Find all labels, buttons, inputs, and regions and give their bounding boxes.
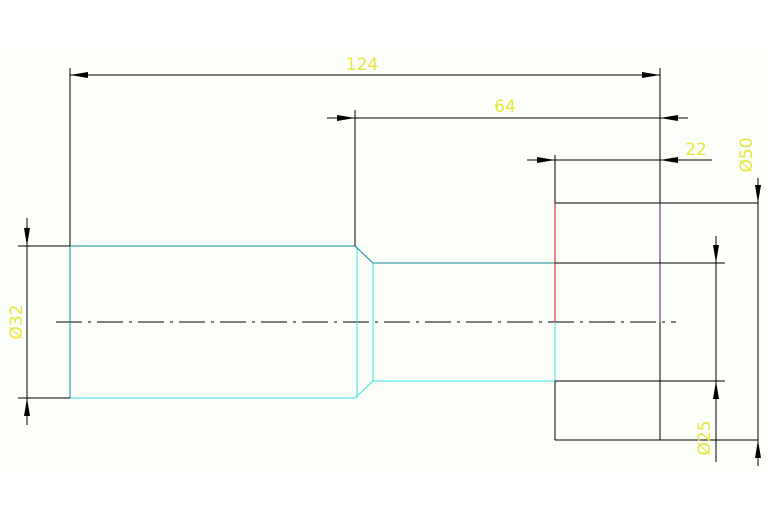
arrowhead-124-left [70, 72, 88, 78]
dimension-diameter-left [18, 218, 70, 425]
left-cylinder-outline [69, 245, 358, 399]
arrowhead-32-bottom [24, 398, 30, 416]
taper-bottom-edge [354, 380, 374, 399]
dimension-diameter-big [755, 178, 761, 466]
arrowhead-64-right [660, 115, 678, 121]
dimension-text-diameter-32: Ø32 [7, 304, 27, 339]
drawing-area-background [0, 48, 767, 470]
arrowhead-22-left [537, 157, 555, 163]
arrowhead-64-left [337, 115, 355, 121]
arrowhead-25-top [713, 245, 719, 263]
dimension-text-64: 64 [494, 97, 516, 117]
arrowhead-50-top [755, 185, 761, 203]
dimension-text-diameter-50: Ø50 [737, 137, 757, 172]
arrowhead-50-bottom [755, 440, 761, 458]
dimension-text-124: 124 [346, 55, 378, 75]
dimension-text-22: 22 [685, 140, 707, 160]
dimension-diameter-small [555, 236, 725, 462]
arrowhead-25-bottom [713, 381, 719, 399]
dimension-middle-length [327, 110, 688, 246]
dimension-end-length [527, 155, 712, 203]
arrowhead-22-right [660, 157, 678, 163]
taper-outline [354, 245, 374, 399]
arrowhead-32-top [24, 228, 30, 246]
taper-top-edge [354, 245, 374, 264]
arrowhead-124-right [642, 72, 660, 78]
dimension-overall-length [69, 68, 661, 246]
dimension-text-diameter-25: Ø25 [695, 420, 715, 455]
